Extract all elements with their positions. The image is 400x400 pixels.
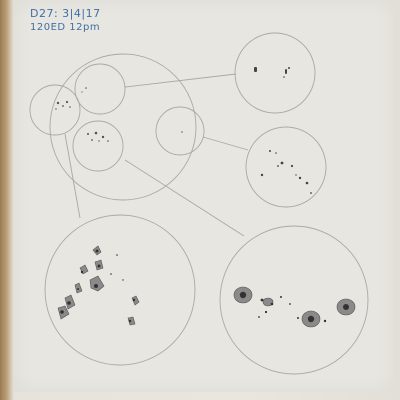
detail-circle-top-right: [234, 32, 316, 114]
connector-line: [124, 73, 237, 88]
observation-date-label: D27: 3|4|17: [30, 7, 101, 20]
connector-line: [124, 159, 245, 237]
connector-line: [64, 133, 81, 219]
telescope-time-label: 120ED 12pm: [30, 22, 101, 33]
detail-spots-bottom-left: [57, 245, 140, 326]
region-circle-top: [74, 63, 126, 115]
disk-spots: [55, 87, 183, 142]
solar-disk-circle: [49, 53, 197, 201]
region-circle-right: [155, 106, 205, 156]
detail-circle-bottom-right: [219, 225, 369, 375]
region-circle-left: [29, 84, 81, 136]
region-circle-center: [72, 120, 124, 172]
detail-circle-middle-right: [245, 126, 327, 208]
connector-line: [202, 136, 249, 151]
detail-spots-top-right: [254, 67, 290, 78]
detail-spots-middle-right: [260, 150, 312, 194]
detail-circle-bottom-left: [44, 214, 196, 366]
sketch-paper: [14, 0, 394, 392]
detail-spots-bottom-right: [233, 286, 356, 328]
